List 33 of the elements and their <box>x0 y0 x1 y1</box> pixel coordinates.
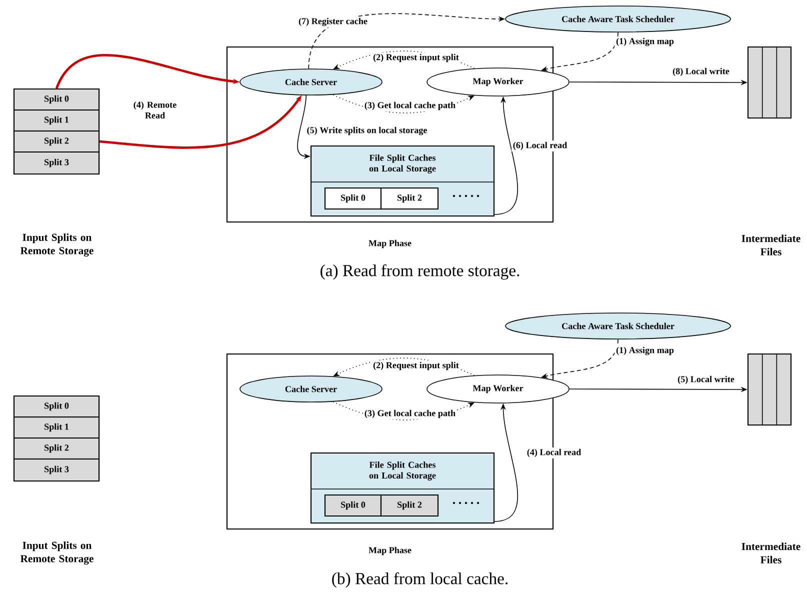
split-box: Split 0 <box>324 494 382 517</box>
edge-label: (2) Request input split <box>372 52 460 64</box>
stack-caption: Intermediate Files <box>742 542 800 564</box>
file-stack <box>747 353 792 426</box>
ellipse-node: Map Worker <box>426 68 570 96</box>
ellipse-node: Map Worker <box>426 374 570 404</box>
split-box: Split 0 <box>324 187 382 210</box>
edge-label: (3) Get local cache path <box>363 408 457 420</box>
stack-caption: Intermediate Files <box>742 234 800 256</box>
box-title: Map Phase <box>368 546 412 556</box>
ellipse-node: Cache Aware Task Scheduler <box>505 312 731 340</box>
ellipse-node: Cache Server <box>240 68 382 96</box>
figure-caption: (a) Read from remote storage. <box>320 264 520 280</box>
edge-label: (4) Remote Read <box>124 100 186 120</box>
edge-label: (6) Local read <box>512 140 568 152</box>
figure-caption: (b) Read from local cache. <box>332 572 508 588</box>
edge-label: (1) Assign map <box>614 346 676 356</box>
edge-label: (8) Local write <box>671 66 731 78</box>
file-stack <box>747 46 792 119</box>
edge-label: (2) Request input split <box>372 360 460 372</box>
edge-label: (3) Get local cache path <box>363 100 457 112</box>
edge-label: (4) Local read <box>526 448 582 458</box>
box-title: Map Phase <box>368 240 412 248</box>
split-box: Split 2 <box>380 494 439 517</box>
edge-label: (1) Assign map <box>614 36 676 48</box>
edge-label: (7) Register cache <box>297 16 369 28</box>
stack-caption: Input Splits on Remote Storage <box>20 233 94 257</box>
split-box: Split 2 <box>380 187 439 210</box>
stack-caption: Input Splits on Remote Storage <box>20 541 94 565</box>
ellipse-node: Cache Aware Task Scheduler <box>505 6 731 32</box>
edge-label: (5) Write splits on local storage <box>305 126 429 136</box>
edge-label: (5) Local write <box>676 374 736 386</box>
ellipse-node: Cache Server <box>240 376 382 402</box>
